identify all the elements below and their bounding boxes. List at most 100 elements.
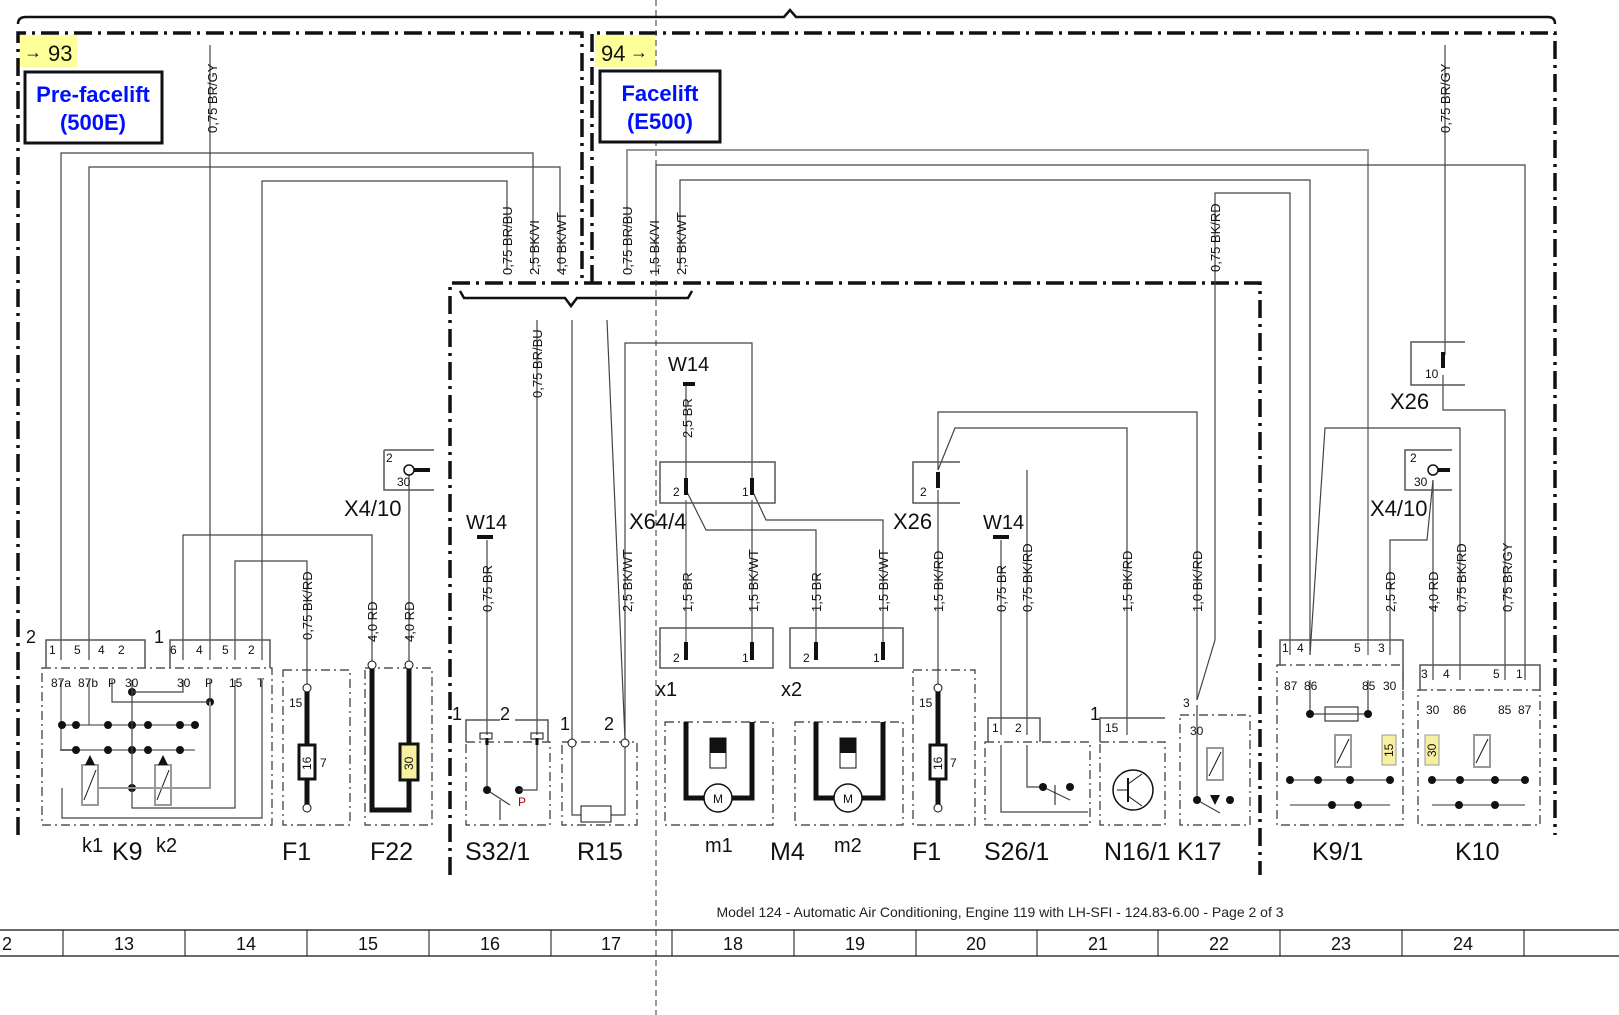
component-label[interactable]: k2 (156, 835, 177, 857)
wire-segment (60, 680, 75, 751)
fuse-rating: 30 (1425, 743, 1439, 757)
ref-93[interactable]: 93 (48, 41, 72, 66)
component-label[interactable]: K9/1 (1312, 838, 1363, 866)
grid-cell: 19 (845, 934, 865, 954)
component-label[interactable]: K9 (112, 838, 143, 866)
component-label[interactable]: F22 (370, 838, 413, 866)
label: 7 (950, 756, 957, 770)
wire-label: 1,5 BR (809, 572, 824, 612)
wire-label: 4,0 RD (1426, 572, 1441, 612)
label: 2 (673, 485, 680, 499)
grid-cell: 18 (723, 934, 743, 954)
label: 30 (397, 475, 411, 489)
component-label[interactable]: F1 (282, 838, 311, 866)
symbol-box (477, 535, 493, 539)
component-label[interactable]: S26/1 (984, 838, 1049, 866)
component-label[interactable]: M4 (770, 838, 805, 866)
label: 1 (992, 721, 999, 735)
wire-label: 1,0 BK/RD (1190, 551, 1205, 612)
label: 5 (1354, 641, 1361, 655)
wire-segment (813, 722, 834, 801)
label: 1 (1090, 704, 1100, 724)
wires (60, 45, 1526, 741)
symbol-box (912, 669, 976, 826)
label: 5 (74, 643, 81, 657)
wire-segment (1389, 479, 1434, 655)
variant-pre-line2: (500E) (60, 110, 126, 135)
component-label[interactable]: K10 (1455, 838, 1499, 866)
wire-label: 0,75 BK/RD (1020, 543, 1035, 612)
symbol-box (794, 721, 904, 826)
label: 30 (1414, 475, 1428, 489)
terminal-dot (1039, 783, 1047, 791)
grid-cell: 17 (601, 934, 621, 954)
label: 3 (1378, 641, 1385, 655)
connector-label[interactable]: x2 (781, 679, 802, 701)
terminal-dot (483, 786, 491, 794)
terminal-dot (1314, 776, 1322, 784)
component-label[interactable]: m1 (705, 835, 733, 857)
label: 2 (386, 451, 393, 465)
wire-segment (624, 342, 753, 740)
symbol-box (984, 741, 1091, 826)
connector-label[interactable]: X26 (893, 509, 932, 534)
page-caption: Model 124 - Automatic Air Conditioning, … (716, 904, 1283, 920)
connector-label[interactable]: W14 (668, 354, 709, 376)
label: 5 (222, 643, 229, 657)
wire-segment (937, 427, 1128, 735)
wire-segment (156, 769, 170, 801)
connector-label[interactable]: W14 (983, 512, 1024, 534)
ref-94[interactable]: 94 (601, 41, 625, 66)
connector-label[interactable]: x1 (656, 679, 677, 701)
component-label[interactable]: k1 (82, 835, 103, 857)
ref-arrow-94: → (630, 42, 648, 62)
harness-bracket (458, 290, 694, 309)
label: 10 (1425, 367, 1439, 381)
wire-label: 0,75 BR/GY (1438, 63, 1453, 133)
wire-label: 0,75 BR/GY (205, 63, 220, 133)
symbol-box (683, 382, 695, 386)
symbol-box (840, 738, 856, 753)
label: 86 (1453, 703, 1467, 717)
connector-label[interactable]: X4/10 (344, 496, 402, 521)
component-label[interactable]: S32/1 (465, 838, 530, 866)
wire-segment (1309, 427, 1461, 680)
component-label[interactable]: F1 (912, 838, 941, 866)
component-label[interactable]: R15 (577, 838, 623, 866)
wire-segment (1404, 449, 1452, 491)
symbol-box (789, 627, 904, 669)
label: 30 (177, 676, 191, 690)
wire-segment (1099, 717, 1165, 742)
wire-label: 1,5 BK/RD (931, 551, 946, 612)
variant-face-line2: (E500) (627, 109, 693, 134)
component-label[interactable]: m2 (834, 835, 862, 857)
label: 2 (500, 704, 510, 724)
symbol-box (561, 741, 638, 826)
wire-segment (1214, 192, 1291, 655)
symbol-box (1424, 734, 1440, 766)
symbol-box (664, 721, 774, 826)
connector-label[interactable]: W14 (466, 512, 507, 534)
terminal-dot (1226, 796, 1234, 804)
terminal-dot (1491, 801, 1499, 809)
terminal-dot (58, 721, 66, 729)
connector-label[interactable]: X64/4 (629, 509, 687, 534)
grid-cell: 15 (358, 934, 378, 954)
wire-label: 1,5 BK/RD (1120, 551, 1135, 612)
terminal-dot (1427, 464, 1439, 476)
variant-box-face (598, 69, 722, 144)
label: T (257, 676, 265, 690)
connector-label[interactable]: X4/10 (1370, 496, 1428, 521)
component-label[interactable]: N16/1 (1104, 838, 1171, 866)
connector-label[interactable]: X26 (1390, 389, 1429, 414)
terminal-dot (176, 721, 184, 729)
component-label[interactable]: K17 (1177, 838, 1221, 866)
connector-boxes (383, 341, 1465, 669)
label: 30 (1426, 703, 1440, 717)
label: 87 (1518, 703, 1532, 717)
label: 85 (1362, 679, 1376, 693)
wire-segment (626, 149, 1369, 655)
label: 1 (560, 714, 570, 734)
terminal-dot (1286, 776, 1294, 784)
